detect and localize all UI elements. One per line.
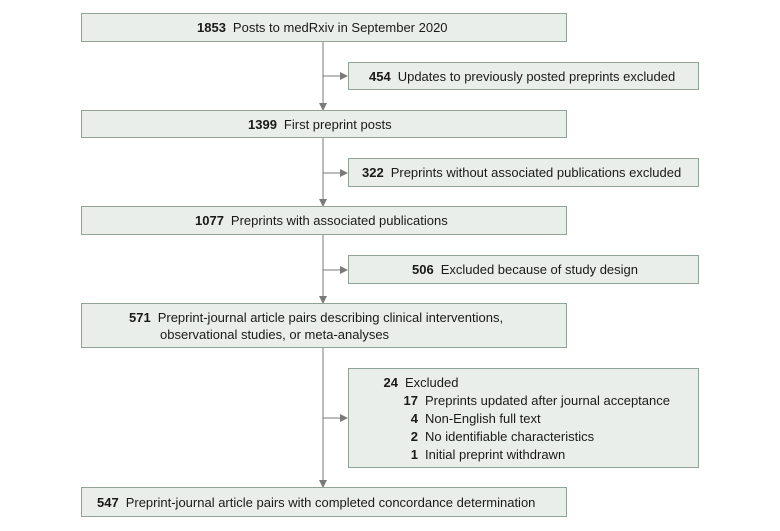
box-count: 547 <box>97 495 119 510</box>
box-count: 1077 <box>195 213 224 228</box>
exclusion-item-count: 4 <box>410 411 418 426</box>
exclusion-count: 454 <box>369 69 391 84</box>
exclusion-count: 24 <box>383 375 398 390</box>
flow-box-first-posts: 1399 First preprint posts <box>81 110 567 138</box>
exclusion-label: Updates to previously posted preprints e… <box>397 69 676 84</box>
exclusion-item: 17 Preprints updated after journal accept… <box>400 392 670 410</box>
exclusion-item: 2 No identifiable characteristics <box>400 428 594 446</box>
exclusion-item: 1 Initial preprint withdrawn <box>400 446 565 464</box>
box-label: Preprint-journal article pairs with comp… <box>125 495 536 510</box>
box-count: 571 <box>129 310 151 325</box>
exclusion-item-label: Non-English full text <box>425 411 541 426</box>
box-label-line2: observational studies, or meta-analyses <box>160 327 390 342</box>
box-label: First preprint posts <box>283 117 392 132</box>
exclusion-label: Preprints without associated publication… <box>390 165 682 180</box>
exclusion-item-count: 1 <box>410 447 418 462</box>
exclusion-box-updates: 454 Updates to previously posted preprint… <box>348 62 699 90</box>
exclusion-item-label: Initial preprint withdrawn <box>425 447 566 462</box>
flow-box-with-publications: 1077 Preprints with associated publicatio… <box>81 206 567 235</box>
exclusion-label: Excluded <box>405 375 459 390</box>
box-label: Preprints with associated publications <box>230 213 448 228</box>
exclusion-item-count: 17 <box>403 393 418 408</box>
flow-box-final-pairs: 547 Preprint-journal article pairs with c… <box>81 487 567 517</box>
box-label-line1: Preprint-journal article pairs describin… <box>157 310 504 325</box>
exclusion-count: 506 <box>412 262 434 277</box>
exclusion-item-count: 2 <box>410 429 418 444</box>
exclusion-item-label: No identifiable characteristics <box>425 429 595 444</box>
flow-box-posts: 1853 Posts to medRxiv in September 2020 <box>81 13 567 42</box>
box-label: Posts to medRxiv in September 2020 <box>232 20 448 35</box>
box-count: 1399 <box>248 117 277 132</box>
exclusion-count: 322 <box>362 165 384 180</box>
exclusion-label: Excluded because of study design <box>440 262 639 277</box>
exclusion-box-study-design: 506 Excluded because of study design <box>348 255 699 284</box>
exclusion-item: 4 Non-English full text <box>400 410 541 428</box>
exclusion-box-no-publication: 322 Preprints without associated publicat… <box>348 158 699 187</box>
exclusion-item-label: Preprints updated after journal acceptan… <box>425 393 670 408</box>
flow-box-article-pairs: 571 Preprint-journal article pairs descri… <box>81 303 567 348</box>
box-count: 1853 <box>197 20 226 35</box>
